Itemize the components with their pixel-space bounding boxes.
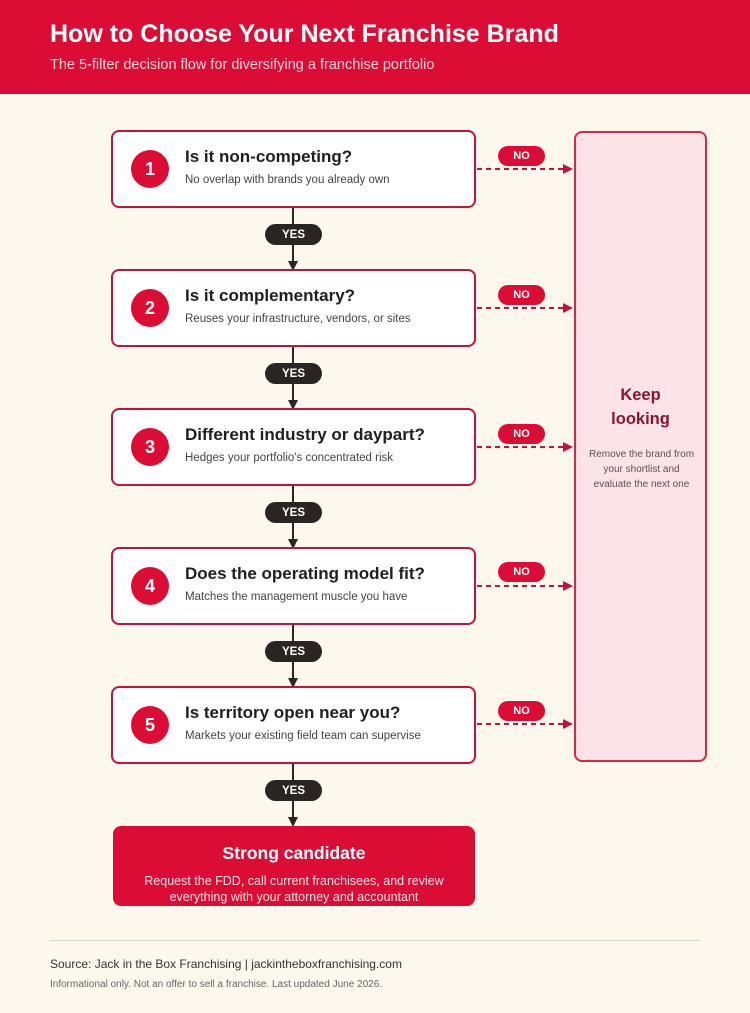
page-subtitle: The 5-filter decision flow for diversify… <box>50 57 435 73</box>
keep-looking-box: Keep looking Remove the brand from your … <box>574 131 707 762</box>
strong-candidate-title: Strong candidate <box>222 843 366 863</box>
step-title: Different industry or daypart? <box>185 425 425 444</box>
step-number-badge: 3 <box>131 428 169 466</box>
yes-label-1: YES <box>265 224 322 245</box>
filter-step-3: 3 Different industry or daypart? Hedges … <box>111 408 476 486</box>
source-credit: Source: Jack in the Box Franchising | ja… <box>50 957 402 971</box>
step-subtitle: Hedges your portfolio's concentrated ris… <box>185 452 394 464</box>
filter-step-2: 2 Is it complementary? Reuses your infra… <box>111 269 476 347</box>
no-label-5: NO <box>498 701 545 721</box>
keep-looking-title-line-1: Keep <box>620 386 661 404</box>
keep-looking-text-line-2: your shortlist and <box>603 464 680 475</box>
step-number-badge: 4 <box>131 567 169 605</box>
page-title: How to Choose Your Next Franchise Brand <box>50 20 559 48</box>
strong-candidate-box: Strong candidate Request the FDD, call c… <box>113 826 475 906</box>
step-title: Is it complementary? <box>185 286 356 305</box>
yes-label-2: YES <box>265 363 322 384</box>
step-subtitle: Reuses your infrastructure, vendors, or … <box>185 313 411 325</box>
strong-candidate-text-line-2: everything with your attorney and accoun… <box>169 890 419 904</box>
yes-label-4: YES <box>265 641 322 662</box>
keep-looking-title: Keep looking <box>576 383 705 431</box>
step-number-badge: 5 <box>131 706 169 744</box>
step-subtitle: Markets your existing field team can sup… <box>185 730 421 742</box>
step-title: Is territory open near you? <box>185 703 401 722</box>
step-subtitle: No overlap with brands you already own <box>185 174 390 186</box>
strong-candidate-text-line-1: Request the FDD, call current franchisee… <box>144 874 444 888</box>
yes-label-5: YES <box>265 780 322 801</box>
keep-looking-text-line-3: evaluate the next one <box>593 479 690 490</box>
no-label-4: NO <box>498 562 545 582</box>
step-title: Does the operating model fit? <box>185 564 425 583</box>
keep-looking-title-line-2: looking <box>611 410 670 428</box>
filter-step-1: 1 Is it non-competing? No overlap with b… <box>111 130 476 208</box>
step-title: Is it non-competing? <box>185 147 353 166</box>
footer-divider <box>50 940 700 941</box>
disclaimer-note: Informational only. Not an offer to sell… <box>50 979 383 990</box>
no-label-2: NO <box>498 285 545 305</box>
strong-candidate-text: Request the FDD, call current franchisee… <box>123 873 465 905</box>
filter-step-4: 4 Does the operating model fit? Matches … <box>111 547 476 625</box>
yes-label-3: YES <box>265 502 322 523</box>
no-label-3: NO <box>498 424 545 444</box>
keep-looking-text: Remove the brand from your shortlist and… <box>586 447 697 492</box>
step-number-badge: 1 <box>131 150 169 188</box>
step-subtitle: Matches the management muscle you have <box>185 591 408 603</box>
keep-looking-text-line-1: Remove the brand from <box>588 449 695 460</box>
step-number-badge: 2 <box>131 289 169 327</box>
filter-step-5: 5 Is territory open near you? Markets yo… <box>111 686 476 764</box>
header-banner: How to Choose Your Next Franchise Brand … <box>0 0 750 94</box>
no-label-1: NO <box>498 146 545 166</box>
